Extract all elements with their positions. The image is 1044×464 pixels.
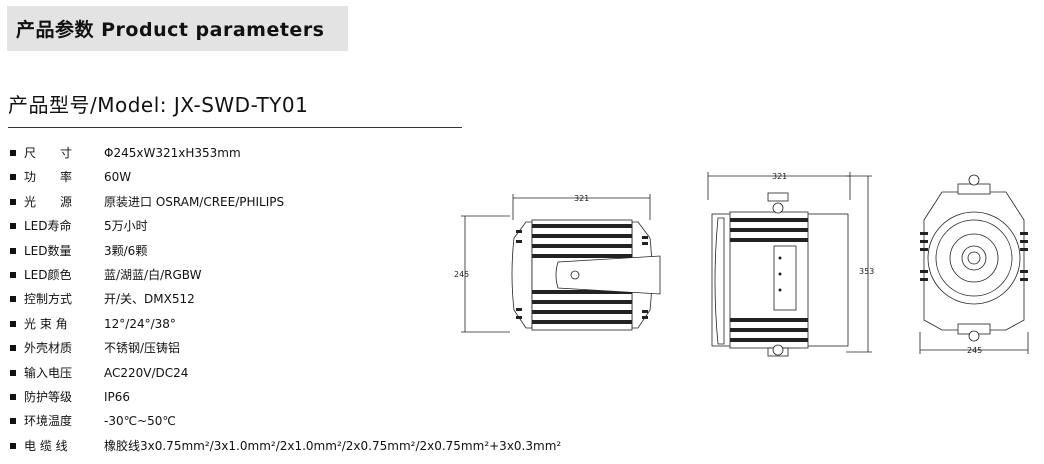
- bullet-icon: [10, 442, 16, 449]
- spec-value: 60W: [104, 170, 132, 185]
- bullet-icon: [10, 271, 16, 278]
- spec-row-led-count: LED数量 3颗/6颗: [10, 241, 610, 265]
- spec-value: Φ245xW321xH353mm: [104, 146, 241, 160]
- spec-row-temperature: 环境温度 -30℃~50℃: [10, 411, 610, 435]
- bullet-icon: [10, 174, 16, 181]
- top-view-drawing: [707, 172, 872, 357]
- front-view-drawing: [919, 174, 1029, 354]
- bullet-icon: [10, 198, 16, 205]
- spec-label: 防护等级: [24, 389, 73, 404]
- header-band: [7, 6, 348, 51]
- side-view-drawing: [461, 194, 661, 333]
- spec-value: 橡胶线3x0.75mm²/3x1.0mm²/2x1.0mm²/2x0.75mm²…: [104, 438, 562, 453]
- spec-label: 控制方式: [24, 292, 73, 307]
- spec-row-housing: 外壳材质 不锈钢/压铸铝: [10, 338, 610, 362]
- spec-row-ip-rating: 防护等级 IP66: [10, 387, 610, 411]
- bullet-icon: [10, 345, 16, 352]
- spec-list: 尺 寸 Φ245xW321xH353mm 功 率 60W 光 源 原装进口 OS…: [10, 143, 610, 460]
- technical-drawings: 321 245: [450, 160, 1040, 360]
- bullet-icon: [10, 369, 16, 376]
- spec-value: -30℃~50℃: [104, 414, 176, 429]
- bullet-icon: [10, 223, 16, 230]
- spec-row-power: 功 率 60W: [10, 167, 610, 191]
- page-title: 产品参数 Product parameters: [16, 19, 325, 41]
- model-divider: [8, 127, 462, 128]
- model-title: 产品型号/Model: JX-SWD-TY01: [8, 93, 309, 117]
- spec-value: 3颗/6颗: [104, 243, 148, 258]
- spec-row-beam-angle: 光 束 角 12°/24°/38°: [10, 314, 610, 338]
- front-view-width-dim: 245: [967, 346, 982, 355]
- spec-value: 12°/24°/38°: [104, 316, 176, 331]
- spec-label: 光 束 角: [24, 316, 68, 331]
- spec-value: 蓝/湖蓝/白/RGBW: [104, 267, 202, 282]
- spec-value: AC220V/DC24: [104, 365, 189, 380]
- spec-value: 5万小时: [104, 219, 148, 234]
- spec-label: 电 缆 线: [24, 438, 68, 453]
- spec-row-size: 尺 寸 Φ245xW321xH353mm: [10, 143, 610, 167]
- bullet-icon: [10, 393, 16, 400]
- bullet-icon: [10, 296, 16, 303]
- spec-row-voltage: 输入电压 AC220V/DC24: [10, 363, 610, 387]
- spec-label: 输入电压: [24, 365, 73, 380]
- side-view-width-dim: 321: [574, 194, 589, 203]
- spec-label: LED颜色: [24, 267, 72, 282]
- spec-row-led-color: LED颜色 蓝/湖蓝/白/RGBW: [10, 265, 610, 289]
- side-view-height-dim: 245: [454, 270, 469, 279]
- top-view-width-dim: 321: [772, 172, 787, 181]
- spec-label: 外壳材质: [24, 341, 73, 356]
- spec-label: LED数量: [24, 243, 72, 258]
- spec-row-control: 控制方式 开/关、DMX512: [10, 289, 610, 313]
- top-view-height-dim: 353: [859, 267, 874, 276]
- spec-label: 尺 寸: [24, 146, 73, 160]
- spec-row-cable: 电 缆 线 橡胶线3x0.75mm²/3x1.0mm²/2x1.0mm²/2x0…: [10, 436, 610, 460]
- spec-label: 光 源: [24, 194, 73, 209]
- spec-row-light-source: 光 源 原装进口 OSRAM/CREE/PHILIPS: [10, 192, 610, 216]
- bullet-icon: [10, 247, 16, 254]
- spec-value: 原装进口 OSRAM/CREE/PHILIPS: [104, 194, 285, 209]
- spec-value: 开/关、DMX512: [104, 292, 195, 307]
- spec-label: 功 率: [24, 170, 73, 185]
- spec-row-led-life: LED寿命 5万小时: [10, 216, 610, 240]
- bullet-icon: [10, 418, 16, 425]
- bullet-icon: [10, 320, 16, 327]
- spec-value: IP66: [104, 389, 131, 404]
- bullet-icon: [10, 150, 16, 156]
- spec-label: LED寿命: [24, 219, 72, 234]
- spec-label: 环境温度: [24, 414, 73, 429]
- spec-value: 不锈钢/压铸铝: [104, 341, 181, 356]
